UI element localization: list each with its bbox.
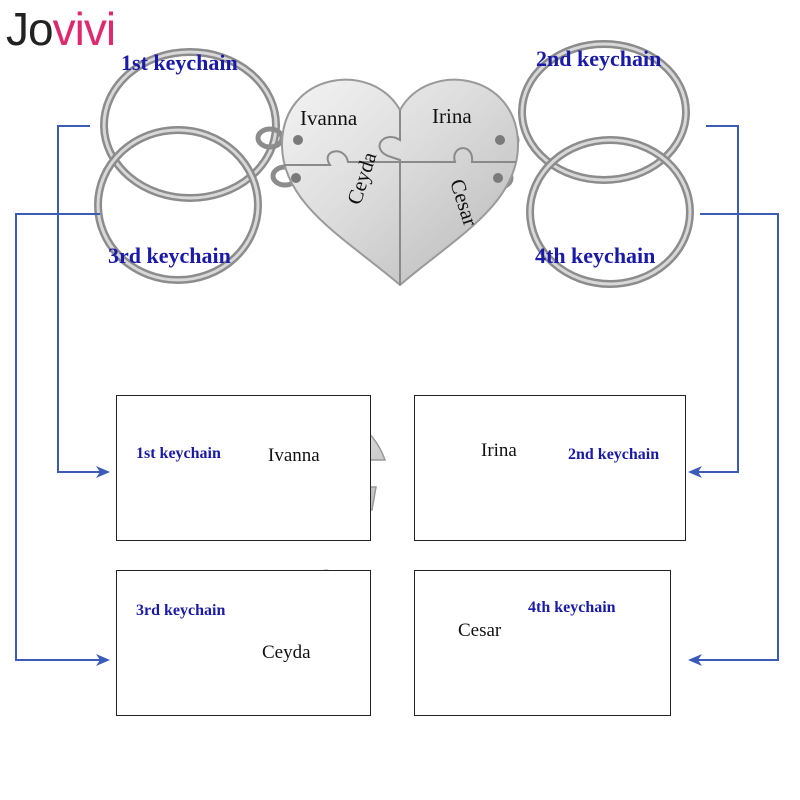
panel-name-irina: Irina	[481, 440, 517, 461]
top-label-1st: 1st keychain	[121, 50, 238, 75]
brand-logo: Jovivi	[6, 3, 116, 55]
panel-name-ivanna: Ivanna	[268, 445, 320, 466]
panel-2nd-keychain	[414, 395, 686, 541]
top-label-4th: 4th keychain	[535, 243, 656, 268]
panel-4th-keychain	[414, 570, 671, 716]
brand-logo-part1: Jo	[6, 3, 54, 55]
panel-name-cesar: Cesar	[458, 620, 502, 641]
panel-label-3rd: 3rd keychain	[136, 602, 226, 619]
top-label-2nd: 2nd keychain	[536, 46, 662, 71]
heart-name-irina: Irina	[432, 104, 472, 128]
top-label-3rd: 3rd keychain	[108, 243, 231, 268]
panel-label-2nd: 2nd keychain	[568, 446, 660, 463]
panel-label-1st: 1st keychain	[136, 445, 221, 462]
panel-label-4th: 4th keychain	[528, 599, 616, 616]
heart-name-ivanna: Ivanna	[300, 106, 358, 130]
panel-1st-keychain	[116, 395, 371, 541]
panel-name-ceyda: Ceyda	[262, 642, 311, 663]
panel-3rd-keychain	[116, 570, 371, 716]
heart-puzzle	[280, 78, 520, 287]
connector-arrows	[15, 125, 779, 666]
brand-logo-part2: vivi	[52, 3, 116, 55]
